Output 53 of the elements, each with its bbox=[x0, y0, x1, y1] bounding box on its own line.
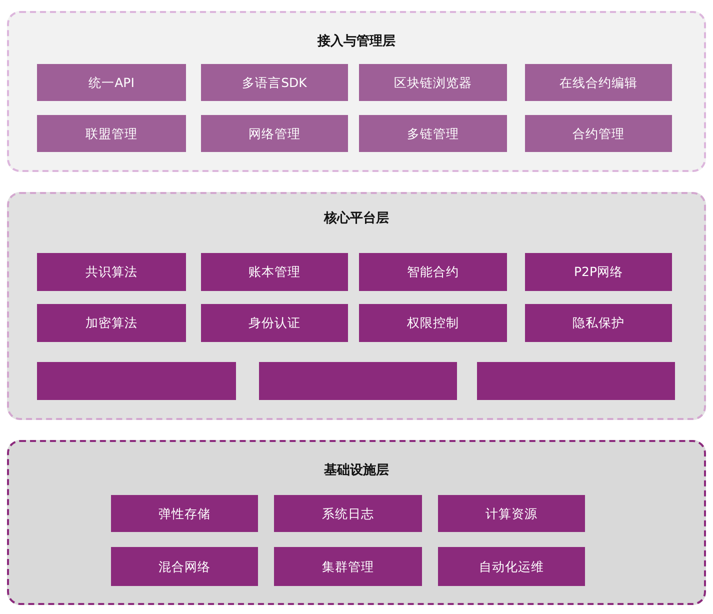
layer-panel bbox=[7, 440, 706, 605]
module-label: 隐私保护 bbox=[572, 315, 624, 331]
layer-title: 核心平台层 bbox=[324, 211, 389, 227]
module-label: 身份认证 bbox=[248, 315, 300, 331]
module-box bbox=[525, 115, 672, 152]
module-box bbox=[274, 547, 422, 586]
module-box bbox=[37, 253, 186, 291]
layer-panel bbox=[7, 192, 706, 420]
layer-title: 基础设施层 bbox=[324, 463, 389, 479]
module-box bbox=[477, 362, 675, 400]
module-label: P2P网络 bbox=[574, 264, 624, 280]
module-label: 账本管理 bbox=[248, 264, 300, 280]
module-box bbox=[37, 304, 186, 342]
module-label: 弹性存储 bbox=[158, 506, 210, 522]
module-box bbox=[201, 115, 348, 152]
module-box bbox=[359, 304, 507, 342]
module-label: 集群管理 bbox=[322, 558, 374, 574]
module-label: 加密算法 bbox=[86, 315, 138, 331]
module-box bbox=[525, 304, 672, 342]
module-box bbox=[111, 547, 258, 586]
module-box bbox=[37, 64, 186, 101]
module-box bbox=[525, 64, 672, 101]
module-box bbox=[438, 547, 585, 586]
module-box bbox=[111, 495, 258, 532]
module-box bbox=[259, 362, 457, 400]
module-label: 区块链浏览器 bbox=[394, 74, 472, 90]
module-box bbox=[525, 253, 672, 291]
module-label: 多链管理 bbox=[407, 126, 459, 142]
module-label: 合约管理 bbox=[572, 126, 624, 142]
module-label: 网络管理 bbox=[248, 126, 300, 142]
module-box bbox=[37, 362, 236, 400]
module-box bbox=[359, 253, 507, 291]
module-label: 智能合约 bbox=[407, 264, 459, 280]
module-label: 多语言SDK bbox=[242, 74, 307, 90]
module-label: 在线合约编辑 bbox=[560, 74, 638, 90]
module-label: 自动化运维 bbox=[479, 558, 544, 574]
module-label: 权限控制 bbox=[407, 315, 459, 331]
module-label: 混合网络 bbox=[158, 558, 210, 574]
module-box bbox=[359, 115, 507, 152]
layer-panel bbox=[7, 11, 706, 172]
module-label: 共识算法 bbox=[86, 264, 138, 280]
module-box bbox=[359, 64, 507, 101]
module-label: 计算资源 bbox=[486, 506, 538, 522]
module-label: 联盟管理 bbox=[86, 126, 138, 142]
module-label: 统一API bbox=[88, 74, 134, 90]
module-box bbox=[201, 253, 348, 291]
module-box bbox=[438, 495, 585, 532]
module-box bbox=[37, 115, 186, 152]
layer-title: 接入与管理层 bbox=[318, 34, 396, 50]
module-box bbox=[201, 64, 348, 101]
module-label: 系统日志 bbox=[322, 506, 374, 522]
module-box bbox=[201, 304, 348, 342]
module-box bbox=[274, 495, 422, 532]
